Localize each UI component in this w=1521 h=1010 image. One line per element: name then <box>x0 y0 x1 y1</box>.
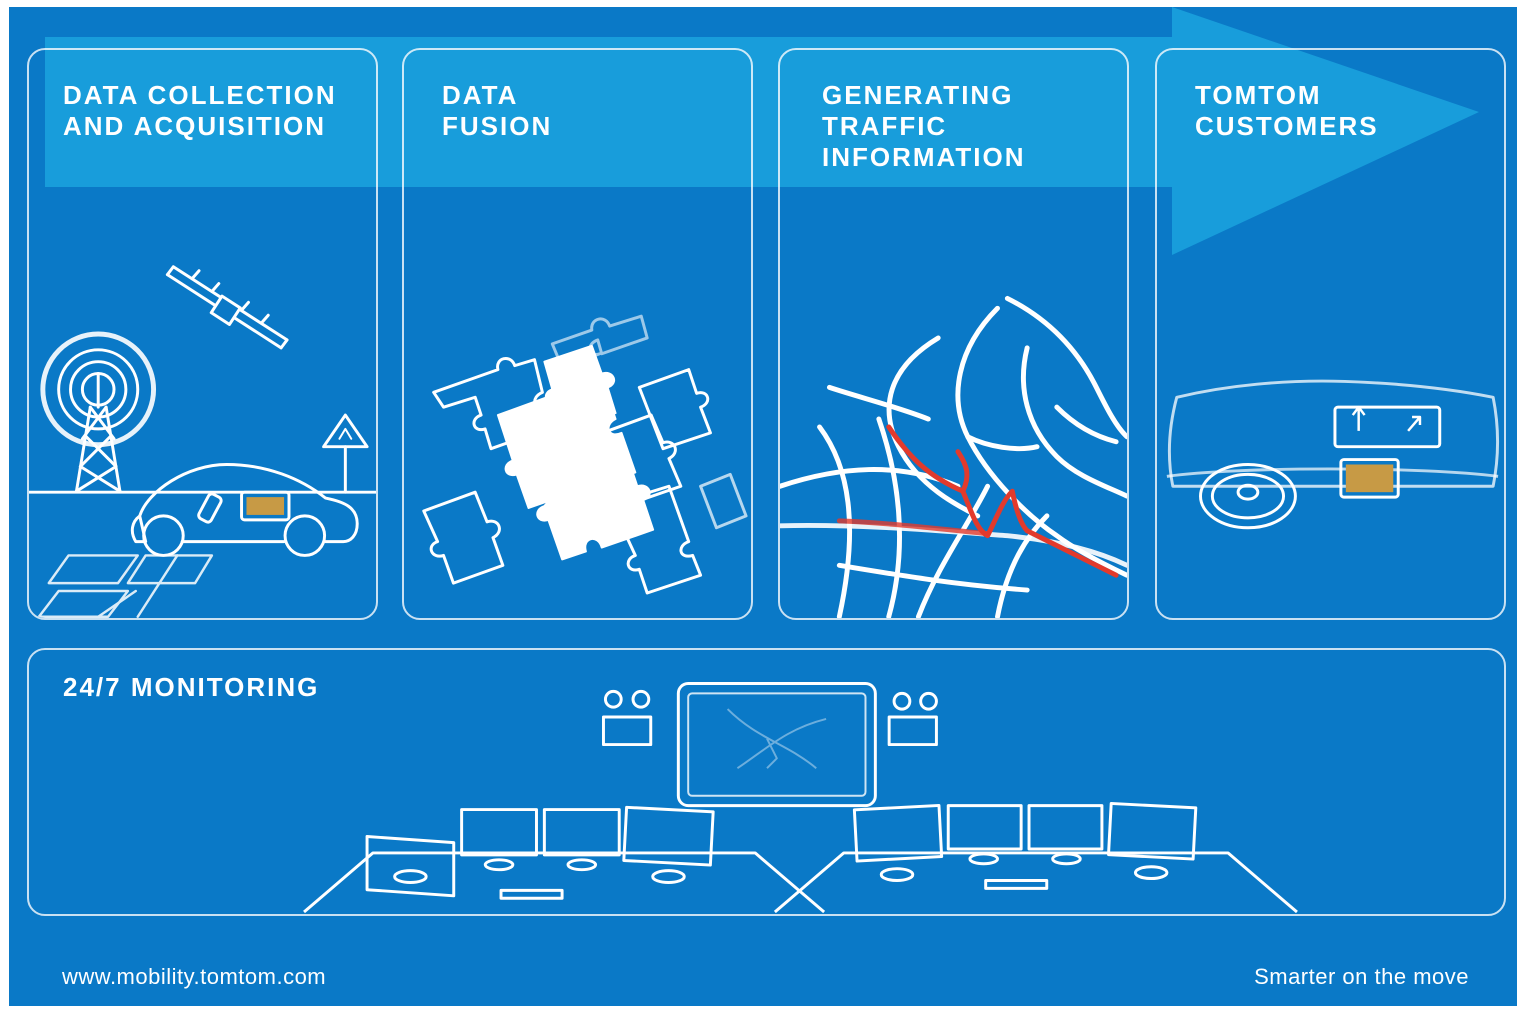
data-collection-illustration <box>29 265 376 618</box>
panel-title: DATA COLLECTION AND ACQUISITION <box>63 80 337 141</box>
panel-data-fusion: DATA FUSION <box>402 48 753 620</box>
panel-title: DATA FUSION <box>442 80 553 141</box>
panel-monitoring: 24/7 MONITORING <box>27 648 1506 916</box>
control-room-icon <box>303 682 1298 914</box>
panel-tomtom-customers: TOMTOM CUSTOMERS <box>1155 48 1506 620</box>
puzzle-icon <box>422 314 748 595</box>
car-icon <box>130 463 359 557</box>
road-sign-icon <box>322 413 369 494</box>
satellite-icon <box>165 265 289 350</box>
road-map-icon <box>780 295 1127 618</box>
panel-title: 24/7 MONITORING <box>63 672 320 702</box>
infographic-canvas: DATA COLLECTION AND ACQUISITION DATA FUS… <box>9 7 1517 1006</box>
footer-url[interactable]: www.mobility.tomtom.com <box>62 964 327 989</box>
radio-tower-icon <box>40 331 157 493</box>
panel-data-collection: DATA COLLECTION AND ACQUISITION <box>27 48 378 620</box>
panel-title: TOMTOM CUSTOMERS <box>1195 80 1379 141</box>
footer-tagline: Smarter on the move <box>1254 964 1469 989</box>
dashboard-icon <box>1166 379 1500 530</box>
panel-generating-traffic: GENERATING TRAFFIC INFORMATION <box>778 48 1129 620</box>
panel-title: GENERATING TRAFFIC INFORMATION <box>822 80 1026 172</box>
